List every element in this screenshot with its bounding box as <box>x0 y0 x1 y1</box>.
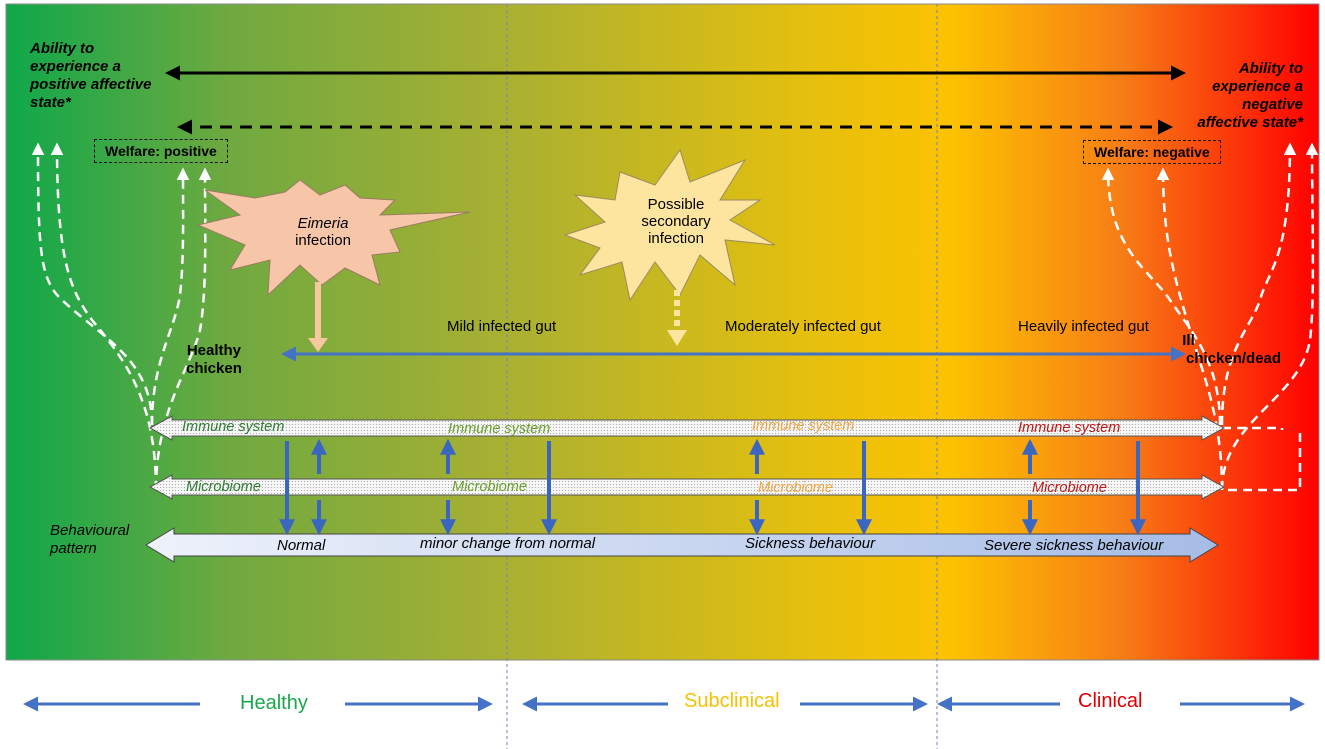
secondary-infection-label: Possible secondary infection <box>641 196 711 247</box>
behaviour-severe-label: Severe sickness behaviour <box>984 537 1164 554</box>
immune-label-heavy: Immune system <box>1018 420 1121 436</box>
eimeria-italic: Eimeria <box>297 215 349 232</box>
negative-affective-state-label: Ability to experience a negative affecti… <box>1197 60 1303 131</box>
immune-system-band <box>148 415 1226 441</box>
microbiome-label-heavy: Microbiome <box>1032 480 1107 496</box>
right-feedback-connectors <box>1101 142 1319 492</box>
welfare-positive-box: Welfare: positive <box>94 139 228 163</box>
interaction-arrows <box>279 438 1146 536</box>
moderate-gut-label: Moderately infected gut <box>725 318 881 335</box>
behavioural-pattern-label: Behavioural pattern <box>50 522 130 557</box>
healthy-chicken-label: Healthy chicken <box>186 342 242 377</box>
behaviour-minor-label: minor change from normal <box>420 535 596 552</box>
microbiome-label-moderate: Microbiome <box>758 480 833 496</box>
stage-subclinical-label: Subclinical <box>684 690 780 712</box>
mild-gut-label: Mild infected gut <box>447 318 557 335</box>
welfare-negative-box: Welfare: negative <box>1083 140 1221 164</box>
behaviour-band <box>145 527 1219 563</box>
eimeria-infection-word: infection <box>295 232 351 249</box>
eimeria-infection-burst <box>196 179 471 297</box>
positive-affective-state-label: Ability to experience a positive affecti… <box>30 40 152 111</box>
heavy-gut-label: Heavily infected gut <box>1018 318 1149 335</box>
ill-chicken-label: Ill chicken/dead <box>1182 332 1282 367</box>
immune-label-mild: Immune system <box>448 421 551 437</box>
immune-label-moderate: Immune system <box>752 418 855 434</box>
stage-clinical-label: Clinical <box>1078 690 1143 712</box>
stage-healthy-label: Healthy <box>240 692 308 714</box>
behaviour-sickness-label: Sickness behaviour <box>745 535 876 552</box>
immune-label-healthy: Immune system <box>182 419 285 435</box>
secondary-infection-burst <box>563 148 776 302</box>
microbiome-label-healthy: Microbiome <box>186 479 261 495</box>
behaviour-normal-label: Normal <box>277 537 326 554</box>
microbiome-band <box>148 474 1226 500</box>
microbiome-label-mild: Microbiome <box>452 479 527 495</box>
eimeria-infection-label: Eimeria infection <box>268 215 378 249</box>
